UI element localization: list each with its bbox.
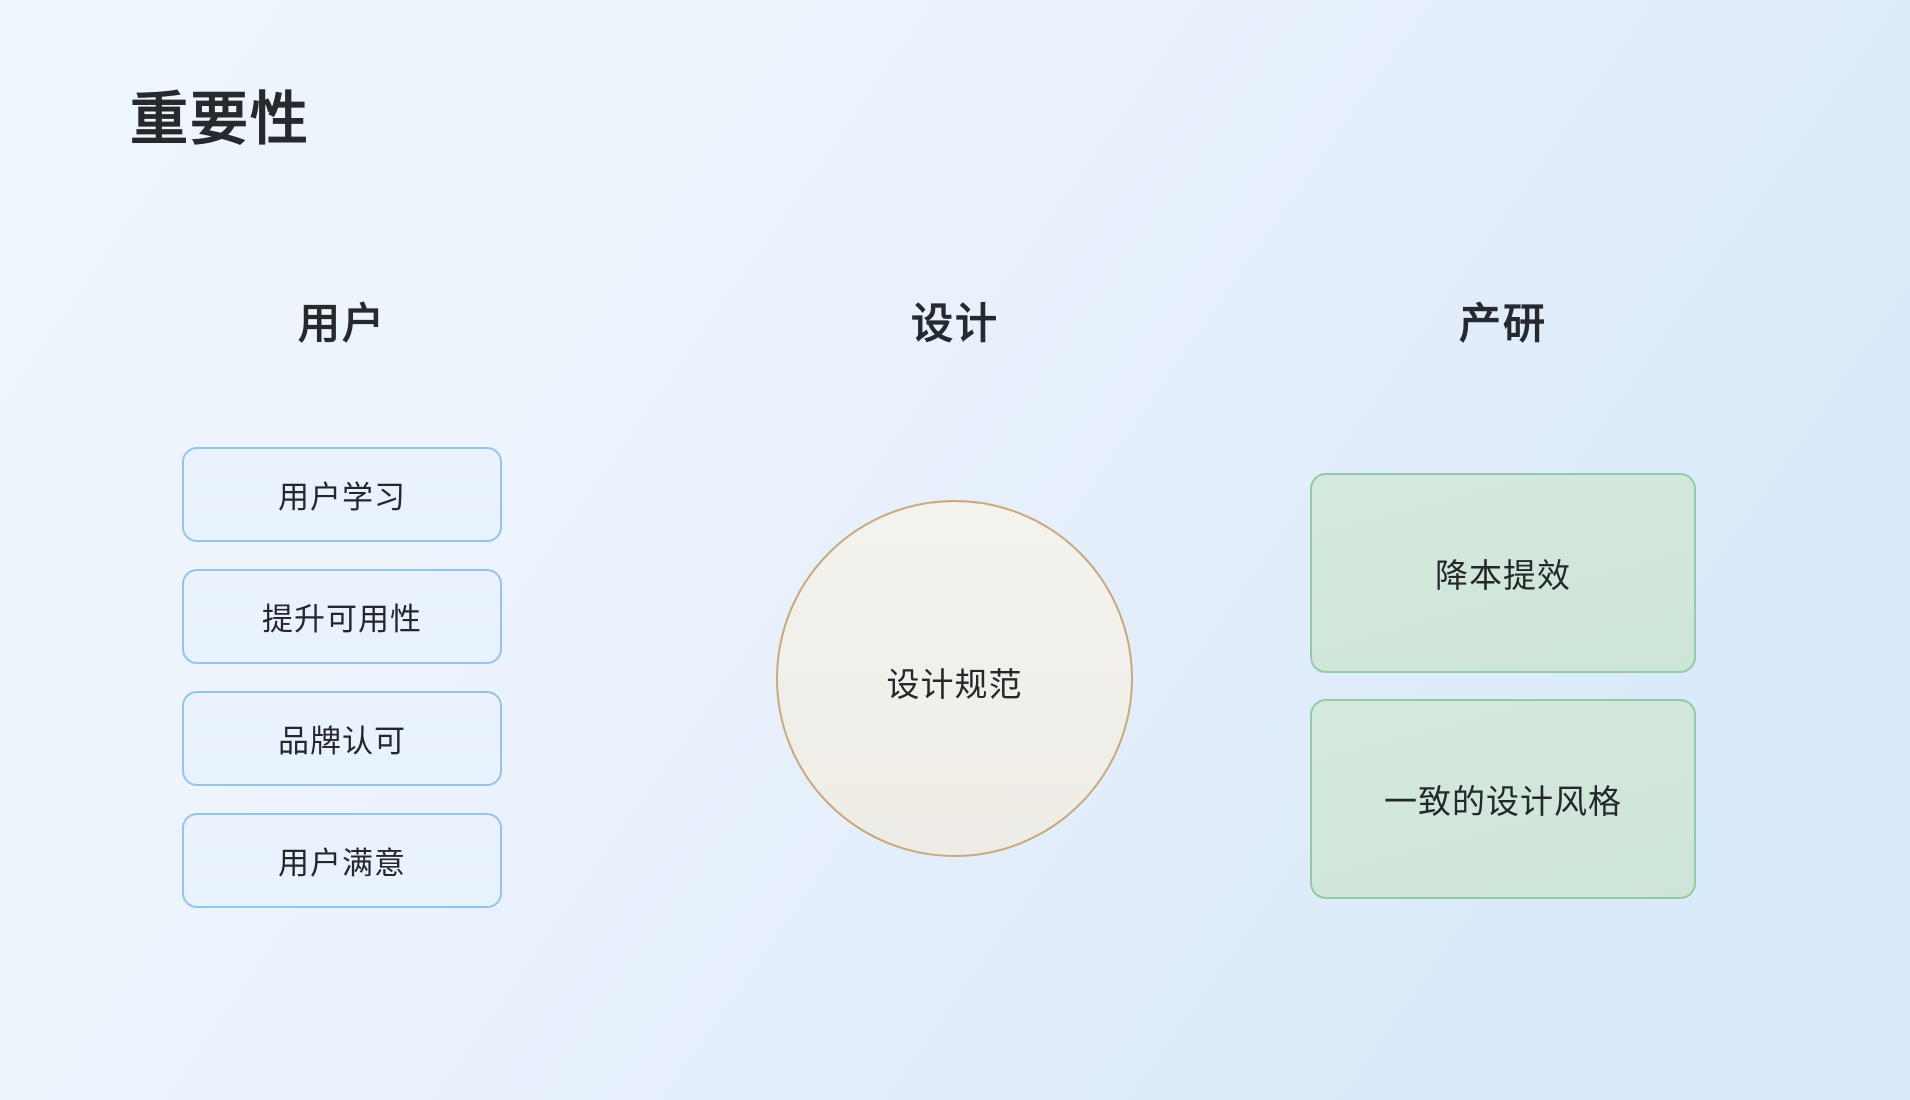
user-benefit-card[interactable]: 提升可用性 (182, 569, 502, 664)
circle-label: 设计规范 (886, 665, 1023, 703)
user-benefit-card[interactable]: 用户学习 (182, 447, 502, 542)
card-label: 降本提效 (1435, 557, 1571, 594)
column-header-user: 用户 (182, 300, 502, 348)
user-benefit-card[interactable]: 用户满意 (182, 813, 502, 908)
user-benefit-list: 用户学习 提升可用性 品牌认可 用户满意 (182, 447, 502, 908)
card-label: 提升可用性 (262, 602, 422, 637)
product-benefit-card[interactable]: 降本提效 (1310, 473, 1696, 673)
column-heading-label: 产研 (1458, 300, 1547, 347)
column-heading-label: 用户 (297, 300, 386, 347)
user-benefit-card[interactable]: 品牌认可 (182, 691, 502, 786)
product-benefit-card[interactable]: 一致的设计风格 (1310, 699, 1696, 899)
page-title: 重要性 (130, 87, 311, 152)
design-system-circle[interactable]: 设计规范 (776, 500, 1133, 857)
column-heading-label: 设计 (910, 300, 999, 347)
card-label: 品牌认可 (278, 724, 406, 759)
column-header-design: 设计 (776, 300, 1134, 348)
card-label: 用户学习 (278, 480, 406, 515)
product-benefit-list: 降本提效 一致的设计风格 (1310, 473, 1696, 899)
card-label: 一致的设计风格 (1384, 783, 1622, 820)
column-header-product: 产研 (1310, 300, 1696, 348)
card-label: 用户满意 (278, 846, 406, 881)
